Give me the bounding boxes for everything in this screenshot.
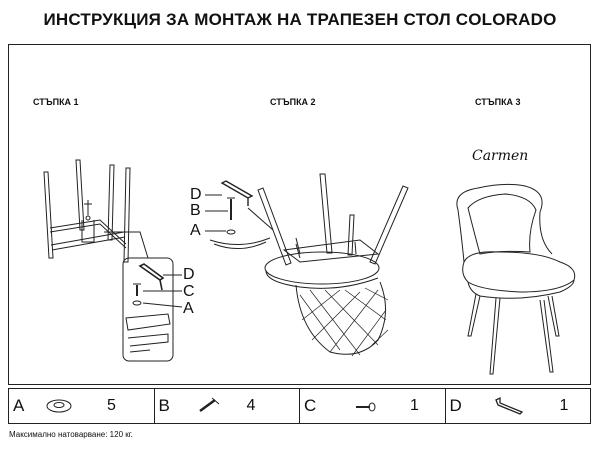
callout-a-step2: A (190, 222, 201, 239)
step-1-frame-illustration (43, 159, 149, 263)
screw-icon (356, 402, 376, 412)
part-letter: B (158, 396, 170, 415)
step-2-chair-illustration (247, 173, 409, 357)
callout-a-step1: A (183, 300, 194, 317)
part-qty: 1 (410, 397, 419, 414)
step-1-callouts (142, 274, 183, 308)
part-qty: 4 (246, 397, 256, 414)
part-letter: C (304, 396, 317, 415)
parts-table: A 5 B 4 C 1 D 1 (8, 388, 591, 424)
brand-script: Carmen (472, 148, 529, 164)
callout-b-step2: B (190, 202, 201, 219)
step-3-finished-chair (456, 183, 576, 375)
part-cell-a: A 5 (9, 389, 155, 423)
instruction-frame (8, 44, 591, 385)
page-title: ИНСТРУКЦИЯ ЗА МОНТАЖ НА ТРАПЕЗЕН СТОЛ CO… (43, 10, 557, 29)
quilted-pattern (299, 287, 389, 357)
step-2-detail-parts (205, 180, 271, 249)
max-load-note: Максимално натоварване: 120 кг. (9, 430, 133, 439)
step-1-label: СТЪПКА 1 (33, 97, 79, 107)
part-cell-b: B 4 (155, 389, 300, 423)
allen-key-icon (495, 396, 524, 415)
callout-d-step1: D (183, 266, 195, 283)
step-1-detail-inset (122, 257, 174, 362)
step-2-label: СТЪПКА 2 (270, 97, 316, 107)
part-qty: 1 (559, 397, 569, 414)
callout-c-step1: C (183, 283, 195, 300)
callout-d-step2: D (190, 186, 202, 203)
step-3-label: СТЪПКА 3 (475, 97, 521, 107)
part-cell-d: D 1 (446, 389, 591, 423)
part-qty: 5 (107, 397, 116, 414)
part-cell-c: C 1 (300, 389, 446, 423)
bolt-icon (199, 397, 220, 413)
washer-icon (46, 399, 72, 413)
part-letter: D (449, 396, 462, 415)
part-letter: A (13, 396, 25, 415)
